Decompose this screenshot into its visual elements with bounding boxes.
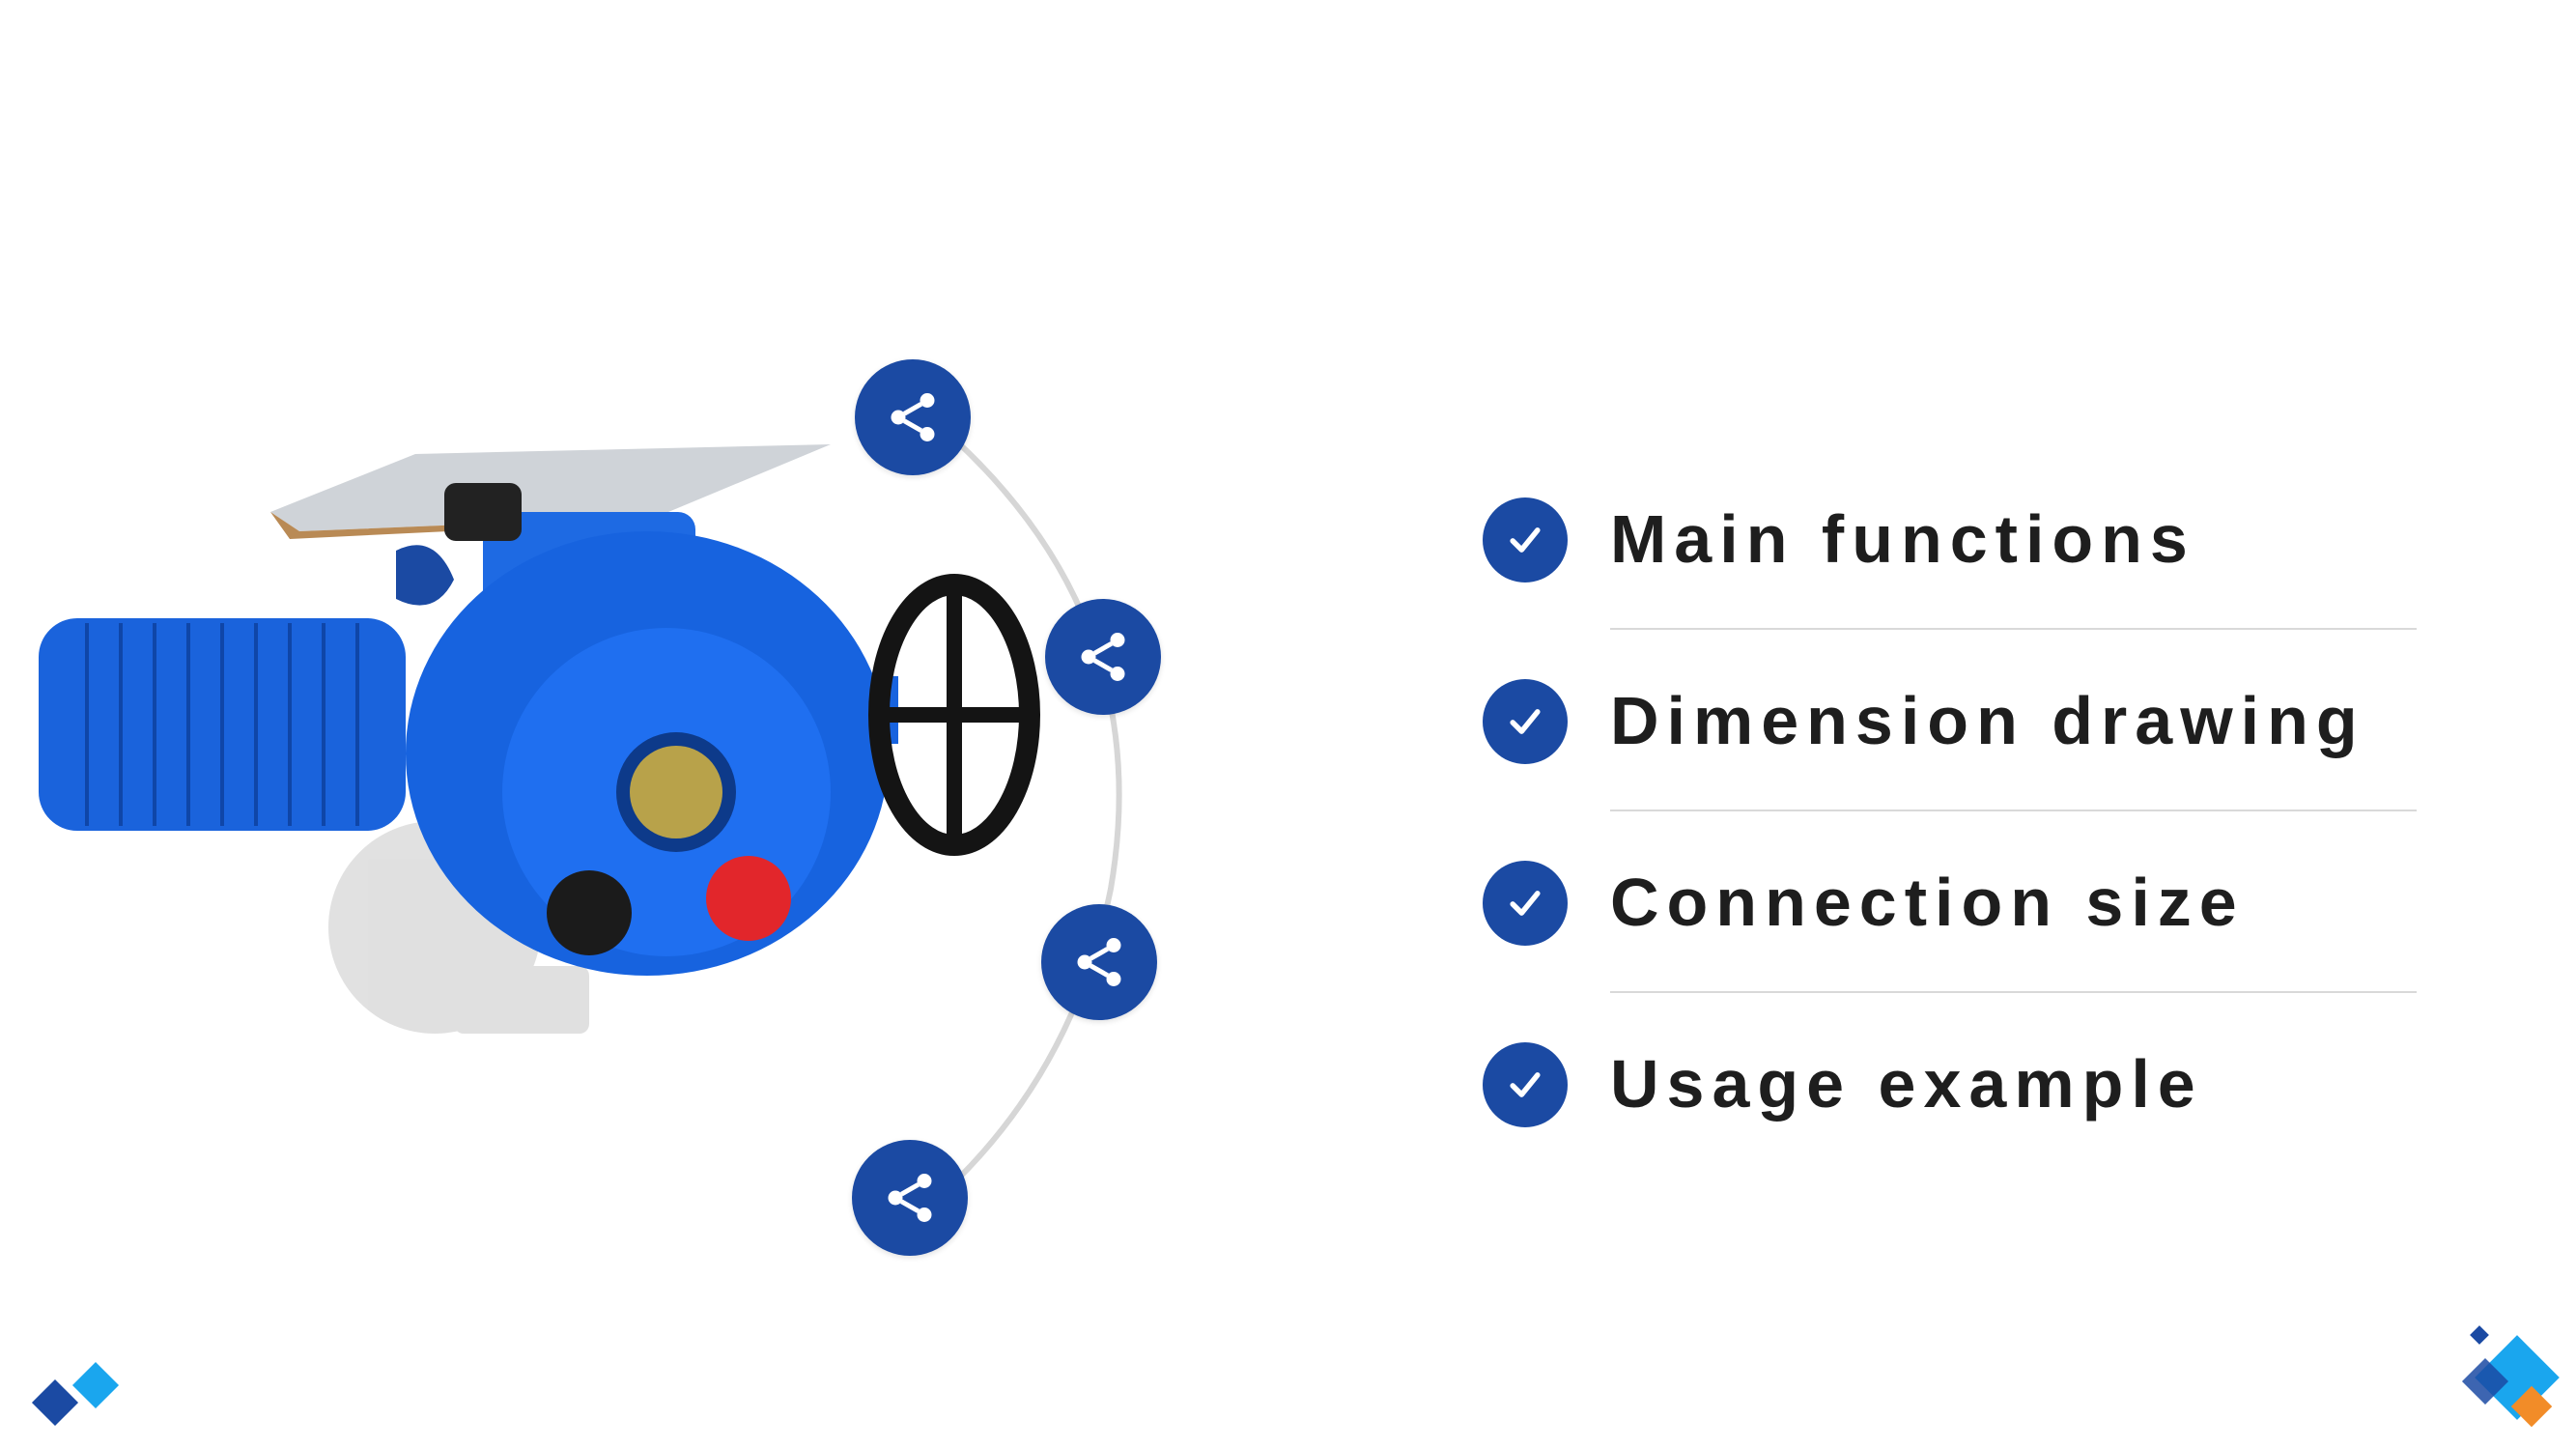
divider bbox=[1610, 810, 2417, 811]
share-button-2[interactable] bbox=[1045, 599, 1161, 715]
menu-item-label: Connection size bbox=[1610, 865, 2245, 940]
share-icon bbox=[1077, 938, 1121, 986]
menu-item-connection-size[interactable]: Connection size bbox=[1483, 856, 2429, 1037]
share-icon bbox=[891, 393, 935, 441]
share-button-3[interactable] bbox=[1041, 904, 1157, 1020]
feature-menu: Main functions Dimension drawing Connect… bbox=[1483, 493, 2429, 1219]
decor-diamonds-left bbox=[31, 1361, 120, 1427]
product-image bbox=[39, 444, 1040, 1034]
divider bbox=[1610, 991, 2417, 993]
check-circle-icon bbox=[1483, 861, 1568, 946]
check-circle-icon bbox=[1483, 1042, 1568, 1127]
share-icon bbox=[888, 1174, 932, 1222]
share-icon bbox=[1081, 633, 1125, 681]
menu-item-label: Dimension drawing bbox=[1610, 683, 2365, 758]
divider bbox=[1610, 628, 2417, 630]
menu-item-main-functions[interactable]: Main functions bbox=[1483, 493, 2429, 674]
menu-item-usage-example[interactable]: Usage example bbox=[1483, 1037, 2429, 1219]
decor-diamonds-right bbox=[2461, 1325, 2560, 1428]
share-button-4[interactable] bbox=[852, 1140, 968, 1256]
check-circle-icon bbox=[1483, 497, 1568, 582]
check-circle-icon bbox=[1483, 679, 1568, 764]
share-button-1[interactable] bbox=[855, 359, 971, 475]
menu-item-label: Usage example bbox=[1610, 1046, 2203, 1122]
menu-item-label: Main functions bbox=[1610, 501, 2195, 577]
menu-item-dimension-drawing[interactable]: Dimension drawing bbox=[1483, 674, 2429, 856]
